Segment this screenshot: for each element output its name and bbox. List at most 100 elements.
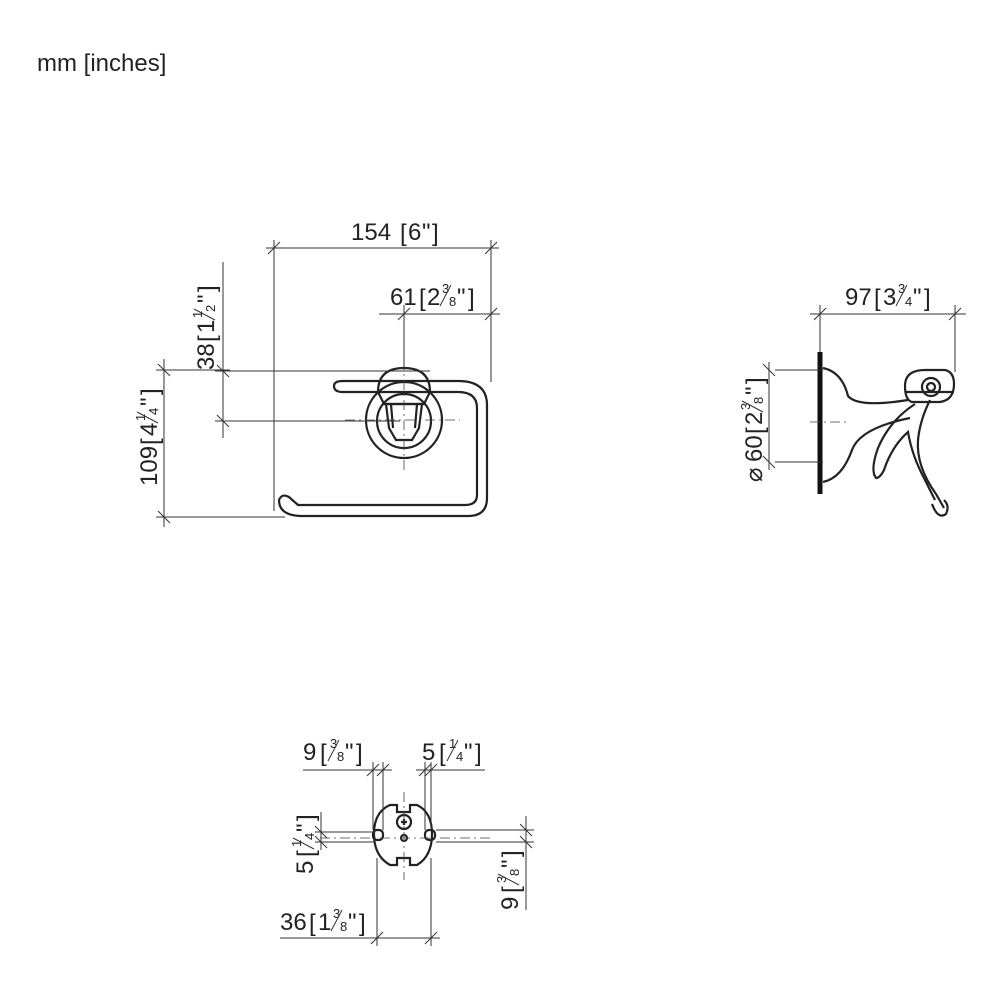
svg-text:3: 3	[738, 403, 753, 410]
svg-text:1: 1	[193, 320, 220, 333]
dim-slot-height-lines	[314, 812, 375, 850]
dim-offset-height-label: 38 [ 1 1 2 " ]	[190, 285, 221, 370]
svg-text:[: [	[439, 740, 446, 767]
svg-text:1: 1	[289, 840, 304, 847]
svg-text:]: ]	[137, 388, 164, 395]
svg-text:": "	[136, 397, 163, 406]
svg-text:[: [	[320, 740, 327, 767]
svg-text:1: 1	[318, 909, 331, 936]
dim-projection-mm: 97	[845, 284, 872, 311]
svg-text:2: 2	[203, 305, 218, 312]
dim-width-lines	[266, 240, 499, 511]
svg-text:": "	[345, 739, 354, 766]
svg-text:3: 3	[898, 281, 905, 296]
dim-projection-label: 97 [ 3 3 4 " ]	[845, 281, 931, 312]
svg-text:": "	[348, 909, 357, 936]
dim-offset-height-lines	[215, 262, 430, 438]
dim-offset-height-mm: 38	[193, 343, 220, 370]
dim-height-mm: 109	[136, 446, 163, 486]
svg-text:]: ]	[356, 740, 363, 767]
svg-text:8: 8	[337, 749, 344, 764]
svg-text:8: 8	[751, 397, 766, 404]
dim-height-label: 109 [ 4 1 4 " ]	[133, 388, 164, 486]
dim-plate-width-mm: 36	[280, 909, 307, 936]
mounting-plate-view: 9 [ 3 8 " ] 5 [ 1 4 " ]	[280, 736, 534, 946]
svg-text:[: [	[742, 427, 769, 434]
inch-mark: "	[422, 219, 431, 246]
dim-hole-offset-lines	[416, 762, 485, 830]
dim-hole-offset-mm: 5	[422, 739, 435, 766]
svg-text:[: [	[137, 438, 164, 445]
side-view: 97 [ 3 3 4 " ] ⌀ 60 [ 2 3 8 " ]	[738, 281, 966, 517]
unit-label: mm [inches]	[37, 50, 167, 77]
svg-text:3: 3	[442, 281, 449, 296]
svg-text:[: [	[874, 285, 881, 312]
bracket-open: [	[400, 220, 407, 247]
dim-center-to-end-label: 61 [ 2 3 8 " ]	[390, 281, 475, 312]
svg-text:": "	[464, 739, 473, 766]
svg-text:]: ]	[498, 850, 525, 857]
front-view: 154 [ 6 " ] 61 [ 2 3 8 " ]	[133, 219, 500, 527]
dim-slot-width-mm: 9	[303, 739, 316, 766]
holder-side-outline	[810, 352, 956, 517]
dim-center-to-end-mm: 61	[390, 284, 417, 311]
svg-text:]: ]	[359, 910, 366, 937]
svg-text:4: 4	[302, 833, 317, 840]
svg-text:8: 8	[340, 919, 347, 934]
mounting-plate-outline	[320, 792, 490, 880]
svg-text:[: [	[194, 335, 221, 342]
dim-rosette-diameter-lines	[762, 362, 823, 470]
svg-text:3: 3	[333, 906, 340, 921]
dim-width-mm: 154	[351, 219, 391, 246]
dim-plate-width-label: 36 [ 1 3 8 " ]	[280, 906, 366, 937]
dim-plate-height-lines	[436, 816, 534, 910]
dim-plate-width-lines	[280, 858, 440, 946]
svg-text:3: 3	[330, 736, 337, 751]
dim-slot-height-label: 5 [ 1 4 " ]	[289, 814, 320, 874]
svg-text:4: 4	[905, 294, 912, 309]
bracket-close: ]	[432, 220, 439, 247]
dim-rosette-diameter-label: ⌀ 60 [ 2 3 8 " ]	[738, 377, 769, 482]
dim-slot-width-label: 9 [ 3 8 " ]	[303, 736, 363, 767]
svg-text:": "	[457, 284, 466, 311]
svg-text:[: [	[419, 285, 426, 312]
dim-center-to-end-lines	[379, 305, 500, 370]
svg-text:4: 4	[146, 408, 161, 415]
svg-text:": "	[741, 386, 768, 395]
svg-text:]: ]	[194, 285, 221, 292]
svg-text:4: 4	[136, 423, 163, 436]
svg-text:8: 8	[507, 869, 522, 876]
svg-text:": "	[497, 859, 524, 868]
svg-text:]: ]	[475, 740, 482, 767]
svg-text:3: 3	[494, 876, 509, 883]
dim-hole-offset-label: 5 [ 1 4 " ]	[422, 736, 482, 767]
dim-width-label: 154 [ 6 " ]	[351, 219, 439, 247]
diameter-symbol: ⌀	[741, 468, 768, 482]
svg-text:1: 1	[133, 414, 148, 421]
svg-text:1: 1	[190, 311, 205, 318]
svg-text:]: ]	[293, 814, 320, 821]
dim-height-lines	[156, 359, 285, 527]
dim-slot-height-mm: 5	[292, 861, 319, 874]
svg-text:[: [	[293, 850, 320, 857]
svg-text:2: 2	[741, 412, 768, 425]
svg-text:": "	[193, 294, 220, 303]
svg-text:4: 4	[456, 749, 463, 764]
svg-text:8: 8	[449, 294, 456, 309]
svg-text:3: 3	[883, 284, 896, 311]
svg-text:": "	[913, 284, 922, 311]
dim-rosette-diameter-mm: 60	[741, 435, 768, 462]
svg-text:[: [	[309, 910, 316, 937]
svg-text:]: ]	[924, 285, 931, 312]
dim-slot-width-lines	[303, 762, 392, 830]
svg-text:1: 1	[449, 736, 456, 751]
svg-text:]: ]	[742, 377, 769, 384]
svg-text:": "	[292, 823, 319, 832]
svg-text:[: [	[498, 886, 525, 893]
dim-width-inches: 6	[408, 219, 421, 246]
svg-text:]: ]	[468, 285, 475, 312]
dim-plate-height-mm: 9	[497, 897, 524, 910]
svg-text:2: 2	[427, 284, 440, 311]
holder-front-outline	[277, 360, 489, 518]
